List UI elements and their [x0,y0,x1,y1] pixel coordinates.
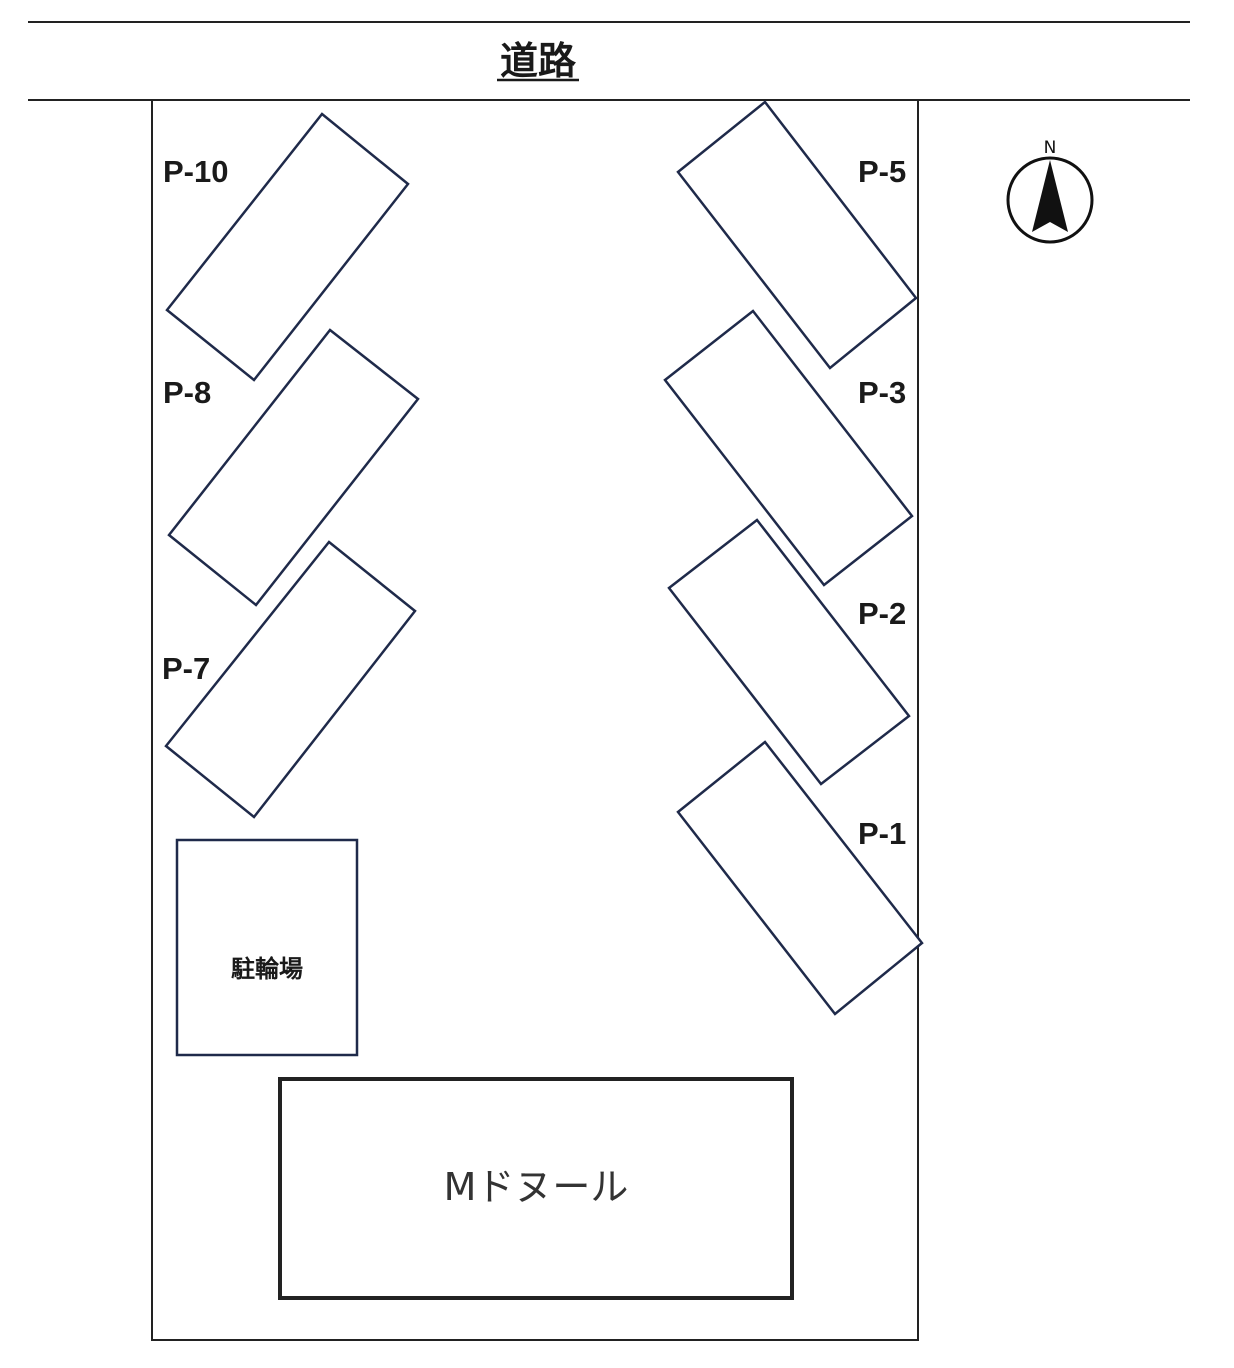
parking-space-p5[interactable] [676,100,918,370]
space-label-p5: P-5 [858,154,906,189]
parking-space-p3[interactable] [663,309,914,587]
space-label-p3: P-3 [858,375,906,410]
space-label-p10: P-10 [163,154,228,189]
parking-space-p7[interactable] [164,540,417,819]
lot-boundary [151,99,919,1341]
building-label: Mドヌール [444,1165,629,1209]
bicycle-parking-label: 駐輪場 [231,955,303,983]
parking-space-p1[interactable] [676,740,924,1016]
space-label-p2: P-2 [858,596,906,631]
north-label: N [1044,138,1057,158]
north-arrow-icon: N [1006,138,1094,244]
building [278,1077,794,1300]
space-label-p8: P-8 [163,375,211,410]
space-label-p7: P-7 [162,651,210,686]
road-label: 道路 [500,39,577,83]
parking-space-p2[interactable] [667,518,911,786]
parking-space-p10[interactable] [165,112,410,382]
bicycle-parking [175,838,359,1057]
space-label-p1: P-1 [858,816,906,851]
parking-space-p8[interactable] [167,328,420,607]
